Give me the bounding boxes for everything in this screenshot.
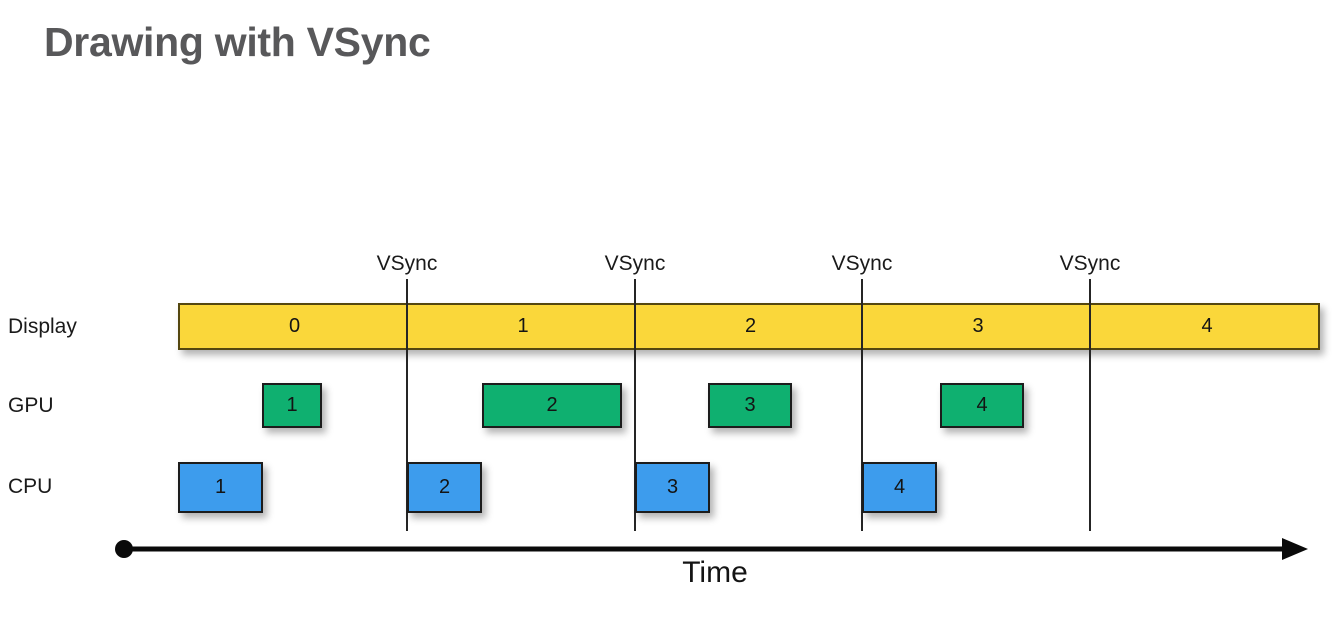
row-label-cpu: CPU <box>8 475 53 498</box>
gpu-frame-1: 1 <box>262 383 322 428</box>
row-label-gpu: GPU <box>8 394 54 417</box>
row-label-display: Display <box>8 315 77 338</box>
cpu-frame-3: 3 <box>635 462 710 513</box>
time-axis-arrowhead <box>1282 538 1308 560</box>
time-axis-label: Time <box>682 556 748 589</box>
cpu-frame-2: 2 <box>407 462 482 513</box>
vsync-label-2: VSync <box>604 252 666 275</box>
display-frame-3: 3 <box>972 315 984 337</box>
vsync-label-1: VSync <box>376 252 438 275</box>
vsync-line-3 <box>861 279 863 531</box>
display-frame-0: 0 <box>288 315 301 337</box>
gpu-frame-4: 4 <box>940 383 1024 428</box>
cpu-frame-1: 1 <box>178 462 263 513</box>
vsync-line-2 <box>634 279 636 531</box>
cpu-frame-4: 4 <box>862 462 937 513</box>
page-title: Drawing with VSync <box>44 19 431 65</box>
display-track: 0 1 2 3 4 <box>178 303 1320 350</box>
vsync-line-4 <box>1089 279 1091 531</box>
vsync-label-3: VSync <box>831 252 893 275</box>
display-frame-2: 2 <box>744 315 757 337</box>
vsync-line-1 <box>406 279 408 531</box>
display-frame-1: 1 <box>517 315 529 337</box>
vsync-label-4: VSync <box>1059 252 1121 275</box>
display-frame-4: 4 <box>1201 315 1213 337</box>
gpu-frame-2: 2 <box>482 383 622 428</box>
gpu-frame-3: 3 <box>708 383 792 428</box>
